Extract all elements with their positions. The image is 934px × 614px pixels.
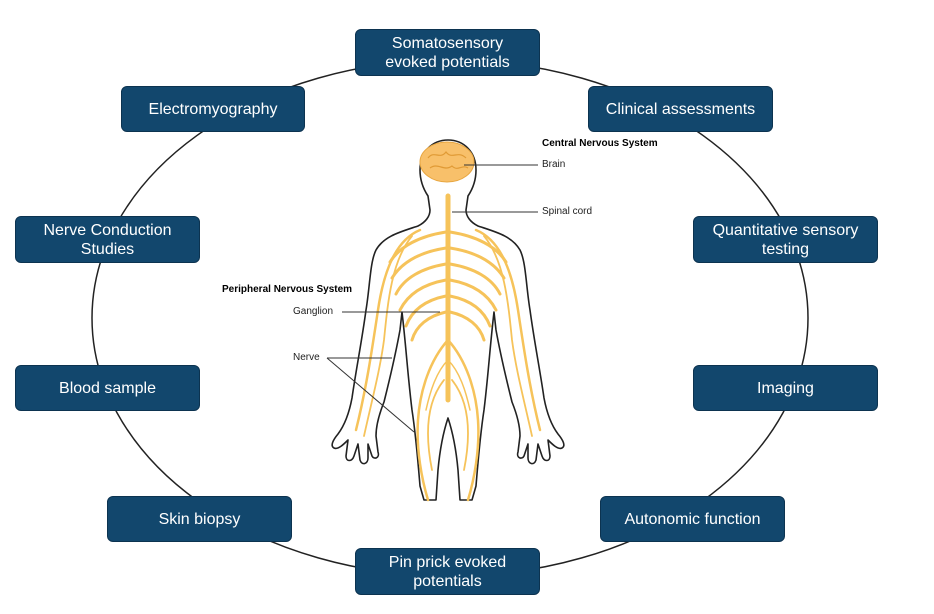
ganglion-label: Ganglion xyxy=(293,306,334,317)
nerve-label: Nerve xyxy=(293,352,320,363)
pns-title: Peripheral Nervous System xyxy=(222,284,353,295)
method-line: Somatosensory xyxy=(391,34,504,52)
method-clinical-assessments: Clinical assessments xyxy=(588,86,773,132)
method-line: testing xyxy=(761,240,810,258)
method-imaging: Imaging xyxy=(693,365,878,411)
brain-shape xyxy=(419,141,475,183)
method-label: Clinical assessments xyxy=(605,100,756,118)
method-line: Quantitative sensory xyxy=(712,221,859,239)
brain-label: Brain xyxy=(542,159,566,170)
method-blood-sample: Blood sample xyxy=(15,365,200,411)
method-line: Pin prick evoked xyxy=(388,553,507,571)
method-label: Autonomic function xyxy=(624,510,761,528)
method-label: Blood sample xyxy=(59,379,156,397)
method-electromyography: Electromyography xyxy=(121,86,305,132)
method-line: Nerve Conduction xyxy=(43,221,172,239)
method-label: Skin biopsy xyxy=(158,510,241,528)
method-skin-biopsy: Skin biopsy xyxy=(107,496,292,542)
method-line: evoked potentials xyxy=(385,53,510,71)
leader-lines xyxy=(326,164,538,433)
method-line: Studies xyxy=(80,240,135,258)
method-line: potentials xyxy=(413,572,482,590)
method-label: Electromyography xyxy=(148,100,278,118)
method-autonomic-function: Autonomic function xyxy=(600,496,785,542)
cns-title: Central Nervous System xyxy=(542,138,658,149)
brain-folds xyxy=(427,151,469,169)
method-label: Imaging xyxy=(757,379,814,397)
nervous-system xyxy=(354,193,542,502)
spinal-cord-label: Spinal cord xyxy=(542,206,593,217)
